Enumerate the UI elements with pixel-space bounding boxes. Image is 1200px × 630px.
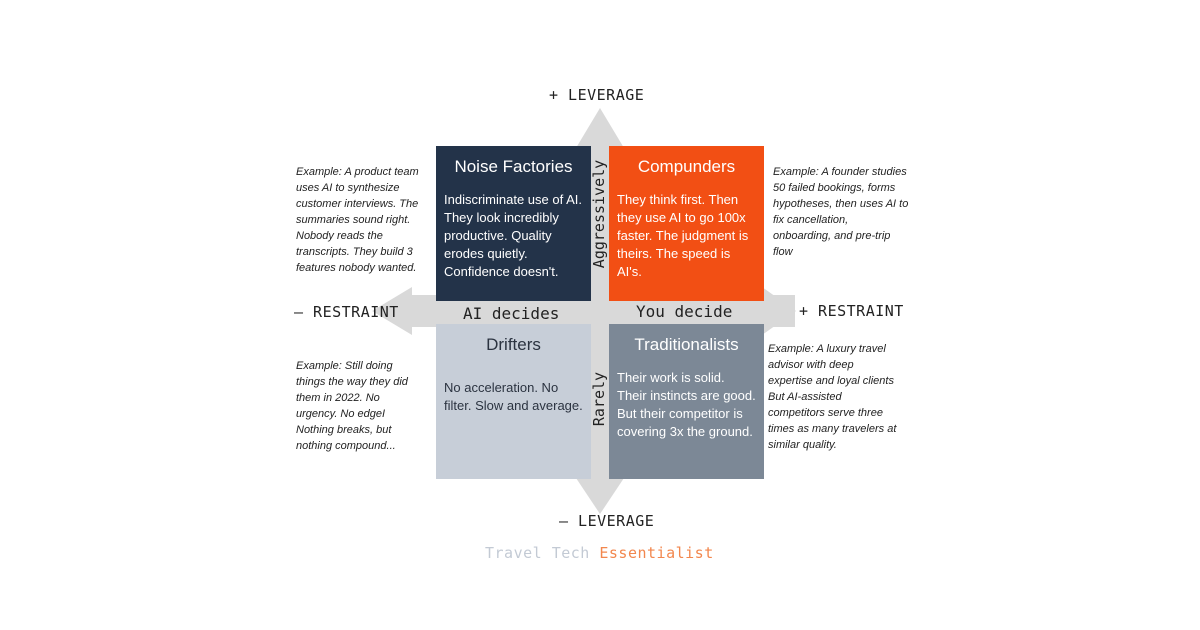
right-arrow-head	[762, 287, 796, 335]
up-arrow-head	[576, 108, 624, 148]
quadrant-noise-factories: Noise Factories Indiscriminate use of AI…	[436, 146, 591, 301]
quadrant-title: Noise Factories	[454, 157, 573, 176]
example-compunders: Example: A founder studies 50 failed boo…	[773, 166, 909, 258]
quadrant-traditionalists: Traditionalists Their work is solid. The…	[609, 324, 764, 479]
ai-decides-label: AI decides	[463, 304, 560, 323]
brand-part-travel-tech: Travel Tech	[485, 544, 590, 562]
quadrant-drifters: Drifters No acceleration. No filter. Slo…	[436, 324, 591, 479]
quadrant-title: Drifters	[486, 335, 541, 354]
quadrant-description: No acceleration. No filter. Slow and ave…	[444, 380, 583, 413]
example-traditionalists: Example: A luxury travel advisor with de…	[768, 343, 897, 451]
example-noise-factories: Example: A product team uses AI to synth…	[296, 166, 419, 274]
quadrant-title: Traditionalists	[634, 335, 739, 354]
quadrant-compunders: Compunders They think first. Then they u…	[609, 146, 764, 301]
quadrant-description: They think first. Then they use AI to go…	[617, 192, 749, 279]
brand-wordmark: Travel Tech Essentialist	[485, 544, 714, 562]
quadrant-title: Compunders	[637, 157, 736, 176]
left-axis-label: – RESTRAINT	[294, 303, 399, 321]
left-arrow-head	[372, 287, 412, 335]
aggressively-label: Aggressively	[590, 159, 608, 269]
bottom-axis-label: – LEVERAGE	[559, 512, 655, 530]
top-axis-label: + LEVERAGE	[549, 86, 645, 104]
brand-part-essentialist: Essentialist	[599, 544, 714, 562]
quadrant-description: Their work is solid. Their instincts are…	[617, 370, 756, 439]
you-decide-label: You decide	[636, 302, 733, 321]
quadrant-description: Indiscriminate use of AI. They look incr…	[444, 192, 583, 279]
down-arrow-head	[576, 478, 624, 514]
right-axis-label: + RESTRAINT	[799, 302, 904, 320]
example-drifters: Example: Still doing things the way they…	[296, 360, 408, 452]
rarely-label: Rarely	[590, 371, 608, 427]
